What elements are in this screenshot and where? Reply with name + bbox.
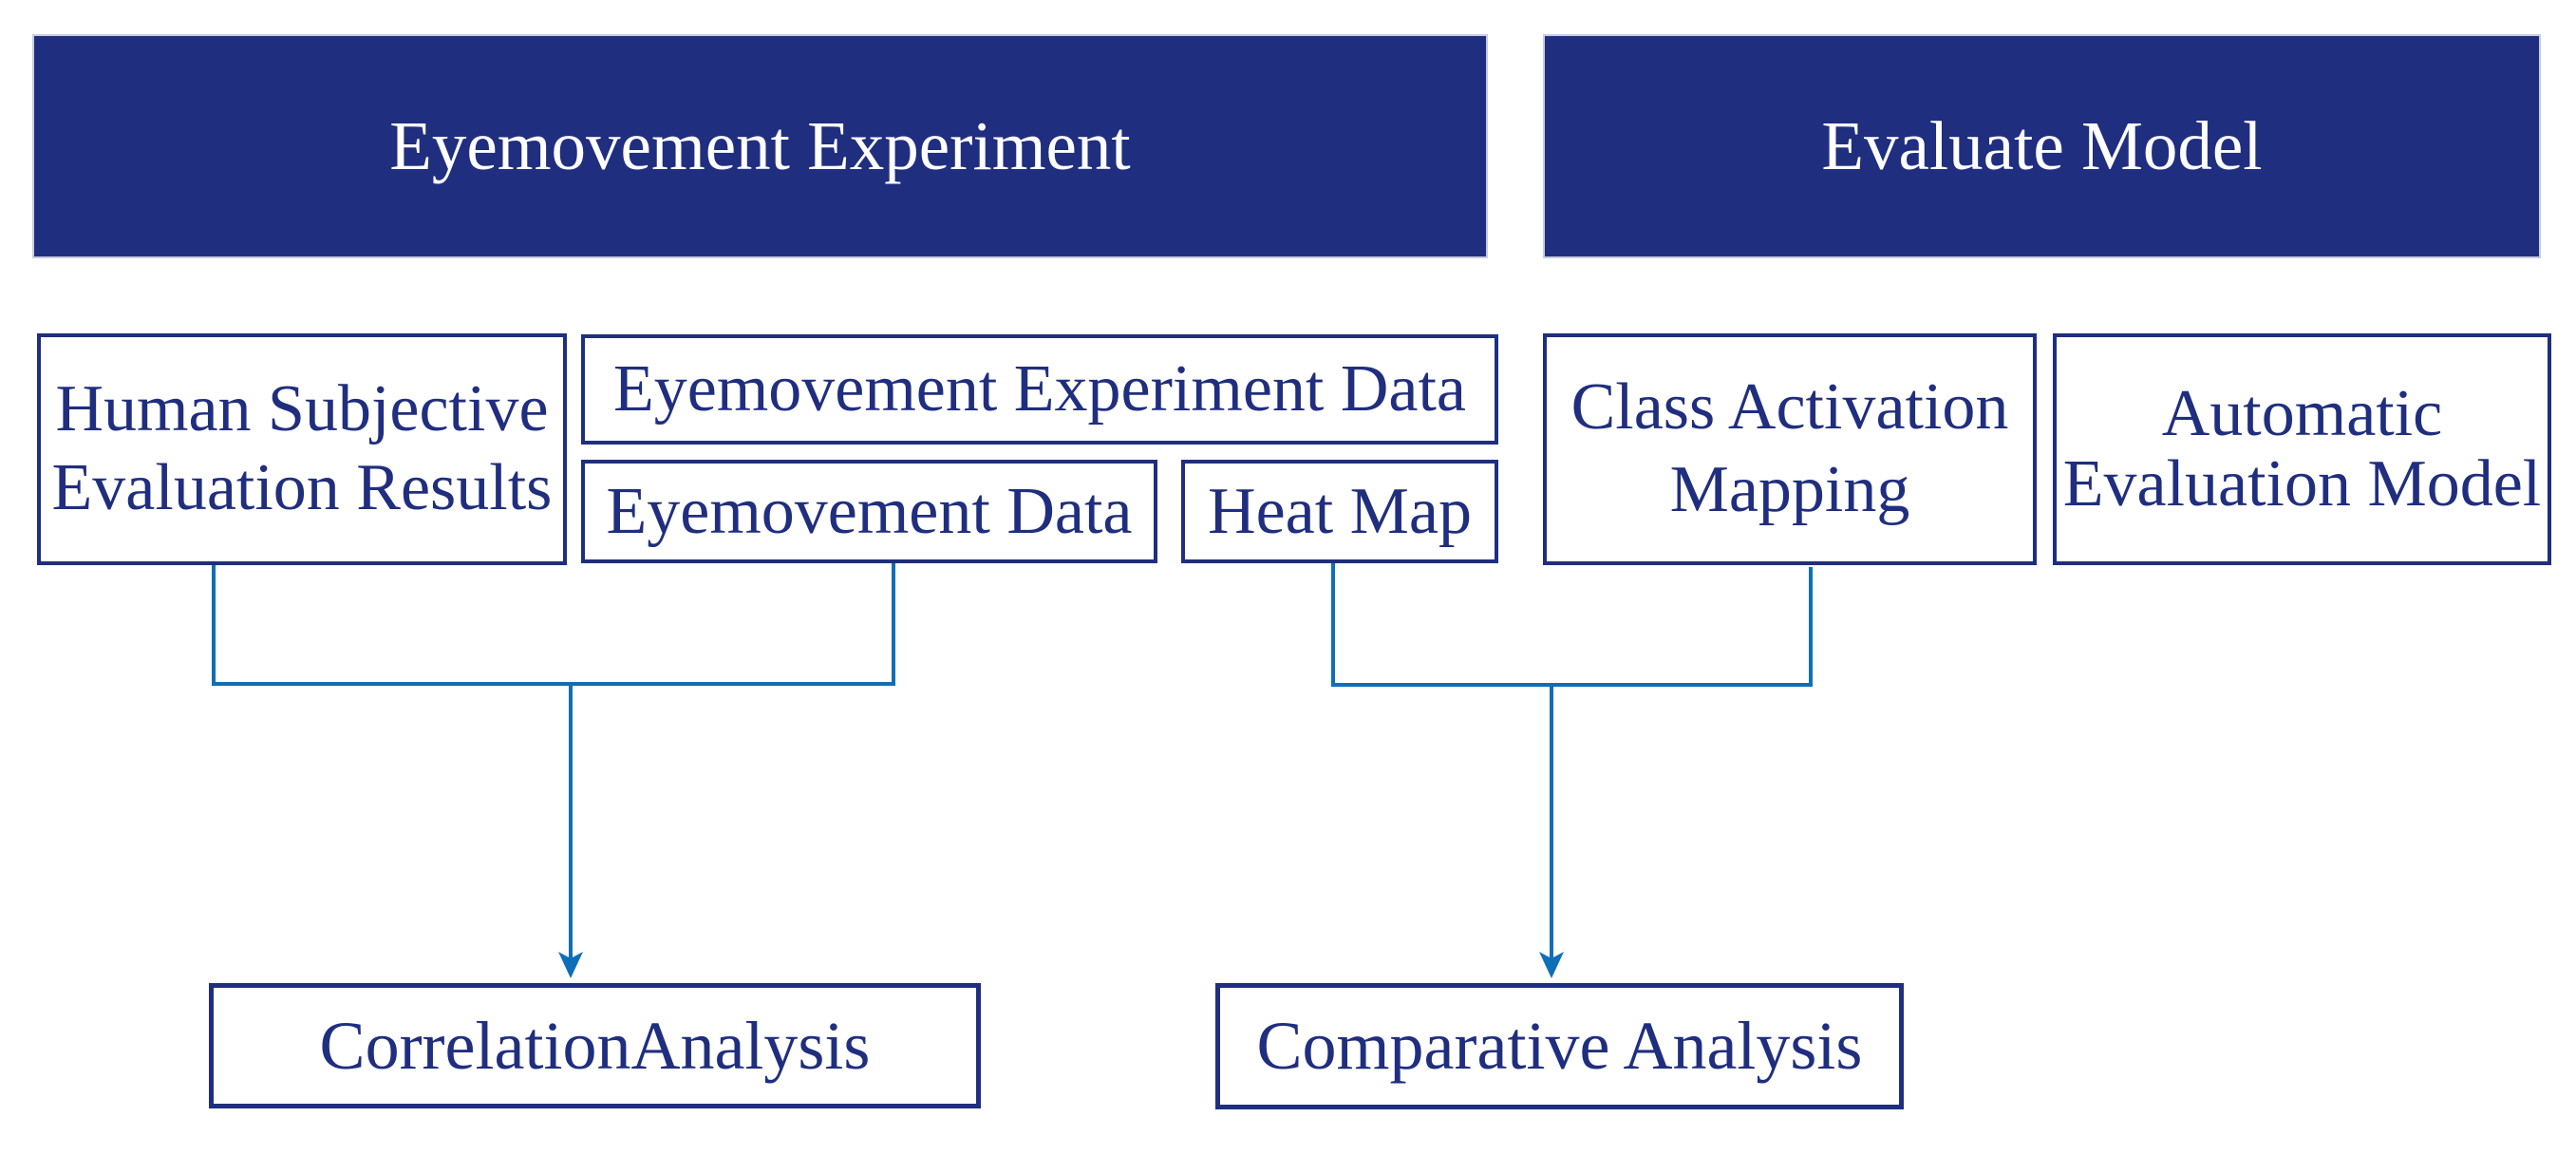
arrowhead-to-comparative-analysis [1539,952,1564,978]
node-correlation-analysis: CorrelationAnalysis [209,983,981,1108]
node-label: CorrelationAnalysis [319,1007,871,1084]
node-label: Human Subjective Evaluation Results [51,372,553,524]
header-evaluate-model: Evaluate Model [1543,34,2541,258]
node-class-activation-mapping: Class Activation Mapping [1543,333,2037,565]
node-label: Automatic Evaluation Model [2062,376,2542,521]
header-eyemovement-experiment: Eyemovement Experiment [32,34,1488,258]
node-label: Comparative Analysis [1256,1008,1863,1084]
header-label: Eyemovement Experiment [389,107,1131,184]
header-label: Evaluate Model [1821,107,2263,184]
node-eyemovement-data: Eyemovement Data [581,460,1157,563]
node-automatic-evaluation-model: Automatic Evaluation Model [2053,333,2551,565]
node-comparative-analysis: Comparative Analysis [1215,983,1904,1109]
arrowhead-to-correlation-analysis [558,952,583,978]
node-human-subjective-evaluation-results: Human Subjective Evaluation Results [37,333,567,565]
node-label: Class Activation Mapping [1570,370,2009,526]
node-eyemovement-experiment-data: Eyemovement Experiment Data [581,334,1498,445]
node-label: Eyemovement Data [606,474,1133,548]
node-label: Heat Map [1208,474,1472,548]
node-label: Eyemovement Experiment Data [612,352,1466,426]
node-heat-map: Heat Map [1181,460,1498,563]
